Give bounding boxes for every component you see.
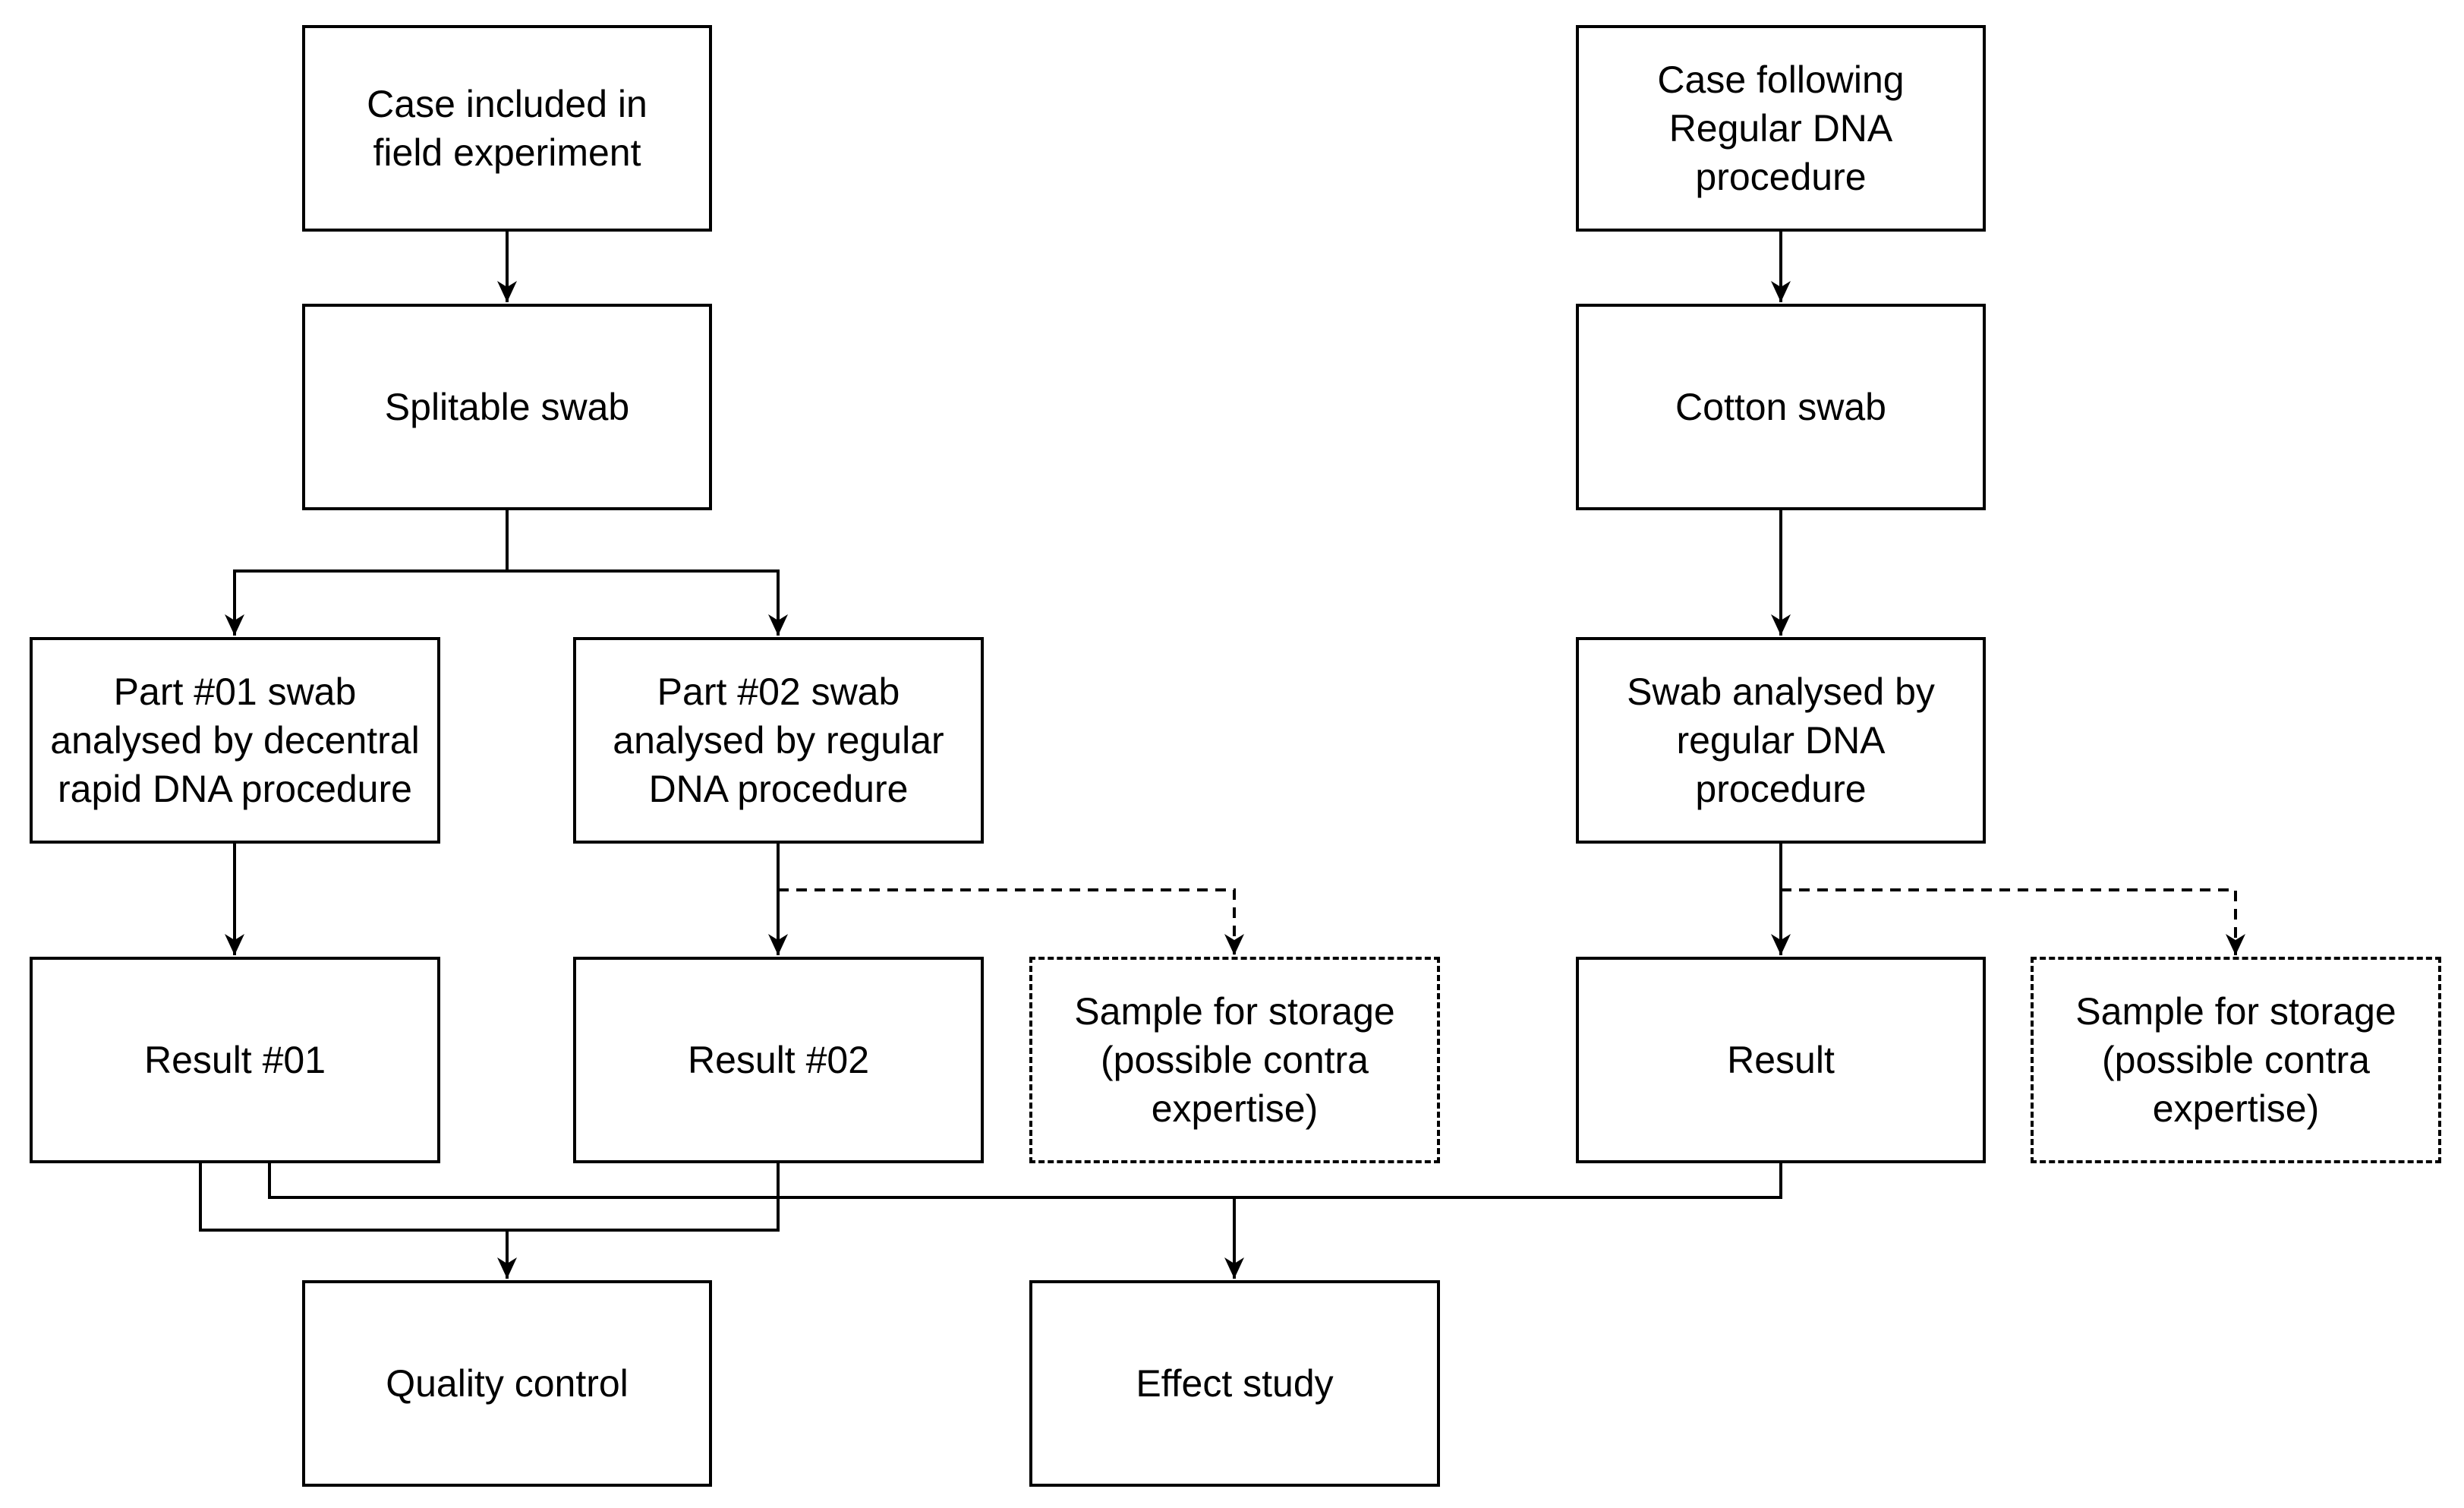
- node-splitable-swab: Splitable swab: [302, 304, 712, 510]
- node-label: Result: [1727, 1039, 1835, 1081]
- node-label: Part #02 swab analysed by regular DNA pr…: [613, 670, 944, 810]
- node-label: Case following Regular DNA procedure: [1657, 58, 1905, 198]
- node-cotton-swab: Cotton swab: [1576, 304, 1986, 510]
- node-label: Result #02: [687, 1039, 870, 1081]
- node-label: Case included in field experiment: [367, 83, 648, 174]
- node-result02: Result #02: [573, 957, 984, 1163]
- node-case-regular: Case following Regular DNA procedure: [1576, 25, 1986, 232]
- node-result01: Result #01: [30, 957, 440, 1163]
- node-result: Result: [1576, 957, 1986, 1163]
- node-case-field: Case included in field experiment: [302, 25, 712, 232]
- edge-result01-to-effect-study: [268, 1163, 1244, 1279]
- node-label: Cotton swab: [1675, 386, 1886, 428]
- node-swab-regular: Swab analysed by regular DNA procedure: [1576, 637, 1986, 844]
- node-label: Effect study: [1136, 1362, 1334, 1405]
- node-label: Splitable swab: [384, 386, 630, 428]
- node-quality-control: Quality control: [302, 1280, 712, 1487]
- node-label: Sample for storage (possible contra expe…: [1074, 990, 1395, 1130]
- node-storage-right: Sample for storage (possible contra expe…: [2031, 957, 2441, 1163]
- node-label: Result #01: [143, 1039, 326, 1081]
- node-part02: Part #02 swab analysed by regular DNA pr…: [573, 637, 984, 844]
- node-effect-study: Effect study: [1029, 1280, 1440, 1487]
- node-label: Sample for storage (possible contra expe…: [2075, 990, 2396, 1130]
- node-storage-left: Sample for storage (possible contra expe…: [1029, 957, 1440, 1163]
- edge-splitable-swab-to-part01: [225, 510, 509, 636]
- edge-result02-to-quality-control: [507, 1163, 780, 1232]
- edge-result01-to-quality-control: [199, 1163, 517, 1279]
- edge-swab-regular-to-storage-right: [1781, 888, 2245, 955]
- edge-splitable-swab-to-part02: [506, 510, 788, 636]
- node-label: Quality control: [386, 1362, 629, 1405]
- node-part01: Part #01 swab analysed by decentral rapi…: [30, 637, 440, 844]
- edge-part02-to-storage-left: [778, 888, 1244, 955]
- node-label: Swab analysed by regular DNA procedure: [1627, 670, 1935, 810]
- node-label: Part #01 swab analysed by decentral rapi…: [50, 670, 420, 810]
- edge-result-to-effect-study: [1234, 1163, 1782, 1199]
